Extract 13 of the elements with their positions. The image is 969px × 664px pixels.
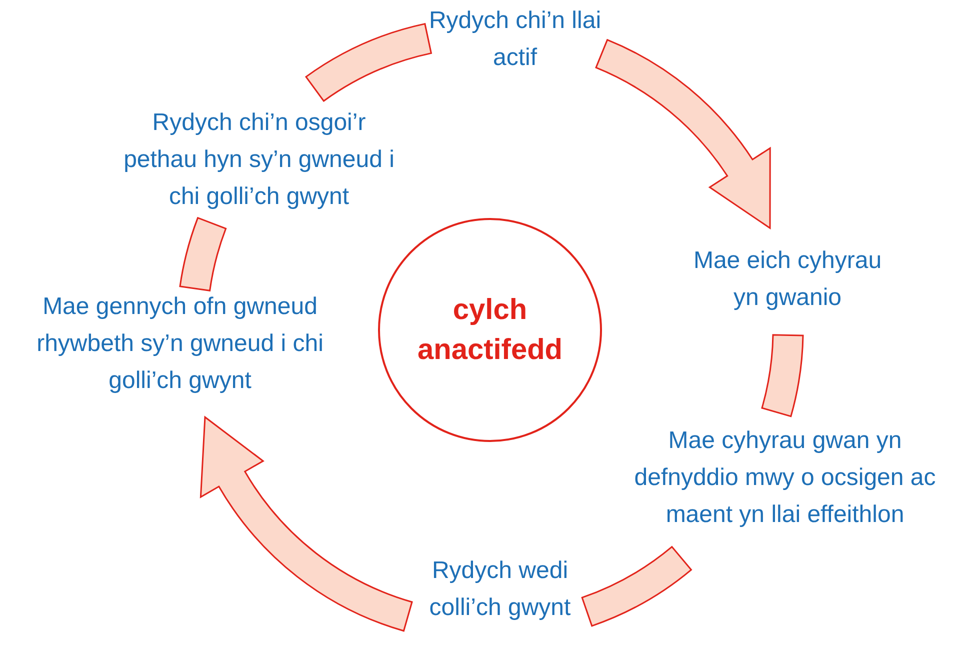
cycle-step-text: Mae eich cyhyrau yn gwanio bbox=[680, 242, 895, 316]
cycle-step-text: Mae gennych ofn gwneud rhywbeth sy’n gwneud i chi golli’ch gwynt bbox=[30, 288, 330, 399]
cycle-title: cylch anactifedd bbox=[416, 293, 564, 368]
cycle-step-text: Rydych chi’n llai actif bbox=[425, 2, 605, 76]
cycle-band bbox=[761, 334, 804, 418]
cycle-step-text: Rydych wedi colli’ch gwynt bbox=[405, 552, 595, 626]
cycle-band bbox=[305, 23, 432, 102]
cycle-step-text: Rydych chi’n osgoi’r pethau hyn sy’n gwneud i chi golli’ch gwynt bbox=[115, 104, 403, 215]
cycle-step-text: Mae cyhyrau gwan yn defnyddio mwy o ocsigen ac maent yn llai effeithlon bbox=[615, 422, 955, 533]
cycle-band bbox=[179, 217, 227, 292]
cycle-band bbox=[581, 546, 692, 627]
cycle-arrow bbox=[595, 39, 771, 229]
cycle-arrow bbox=[200, 416, 413, 632]
